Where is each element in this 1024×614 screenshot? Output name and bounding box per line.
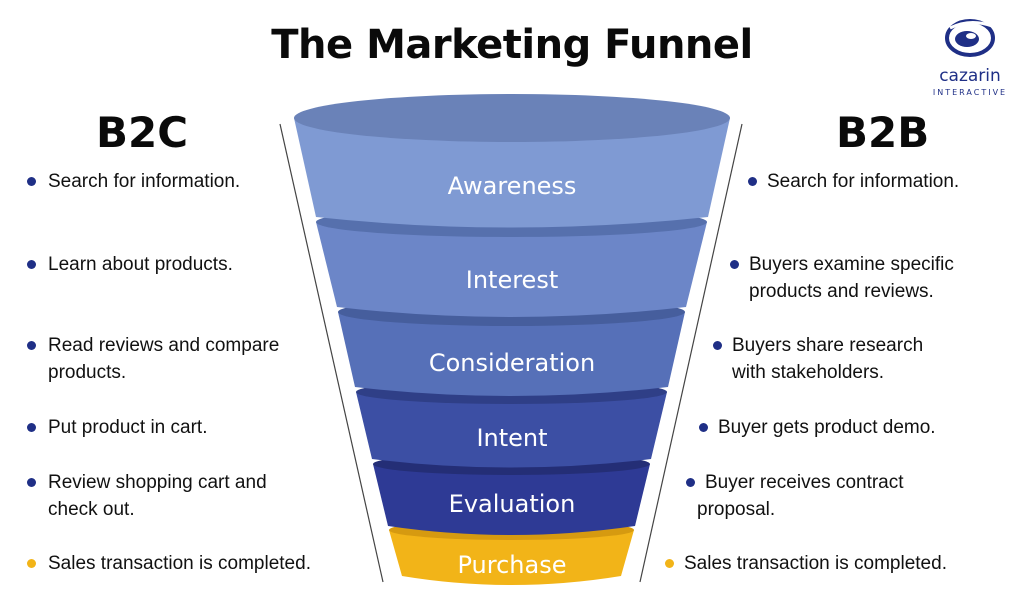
bullet-dot xyxy=(730,260,739,269)
funnel-stage-awareness: Awareness xyxy=(294,94,730,228)
b2b-item: Buyer gets product demo. xyxy=(699,414,936,441)
bullet-dot xyxy=(27,559,36,568)
b2b-item-line: Search for information. xyxy=(767,171,960,192)
bullet-dot xyxy=(748,177,757,186)
cazarin-logo: cazarin INTERACTIVE xyxy=(920,14,1020,100)
b2c-item: Review shopping cart and check out. xyxy=(27,469,267,523)
bullet-dot xyxy=(27,423,36,432)
bullet-dot xyxy=(686,478,695,487)
b2b-item-line: Buyers examine specific xyxy=(749,254,954,275)
b2b-item: Search for information. xyxy=(748,168,960,195)
b2b-item-line: Buyers share research xyxy=(732,335,924,356)
b2b-item-line: Buyer gets product demo. xyxy=(718,417,936,438)
b2c-item: Read reviews and compare products. xyxy=(27,332,280,386)
b2b-heading: B2B xyxy=(836,108,930,157)
logo-name: cazarin xyxy=(939,66,1001,86)
stage-label-awareness: Awareness xyxy=(448,172,577,200)
bullet-dot xyxy=(713,341,722,350)
b2b-item: Sales transaction is completed. xyxy=(665,550,947,577)
page-title: The Marketing Funnel xyxy=(271,22,753,68)
b2c-item-line: Search for information. xyxy=(48,171,241,192)
b2b-item-line: proposal. xyxy=(697,499,776,520)
b2c-item: Search for information. xyxy=(27,168,241,195)
b2b-item-line: Buyer receives contract xyxy=(705,472,904,493)
b2c-item-line: Put product in cart. xyxy=(48,417,208,438)
b2c-item: Put product in cart. xyxy=(27,414,208,441)
b2c-item-line: Learn about products. xyxy=(48,254,233,275)
logo-subtitle: INTERACTIVE xyxy=(932,88,1008,97)
b2b-item: Buyer receives contract proposal. xyxy=(686,469,904,523)
b2c-item-line: Sales transaction is completed. xyxy=(48,553,311,574)
stage-label-interest: Interest xyxy=(466,266,558,294)
b2b-item-line: Sales transaction is completed. xyxy=(684,553,947,574)
bullet-dot xyxy=(27,341,36,350)
b2b-item: Buyers share research with stakeholders. xyxy=(713,332,924,386)
b2c-item: Sales transaction is completed. xyxy=(27,550,311,577)
bullet-dot xyxy=(27,177,36,186)
b2c-item-line: products. xyxy=(48,362,127,383)
eye-swoosh-icon xyxy=(945,19,995,57)
b2c-item-line: Review shopping cart and xyxy=(48,472,267,493)
b2b-item-line: products and reviews. xyxy=(749,281,934,302)
b2b-item: Buyers examine specific products and rev… xyxy=(730,251,954,305)
stage-label-intent: Intent xyxy=(476,424,547,452)
b2c-item-line: Read reviews and compare xyxy=(48,335,280,356)
b2c-item-line: check out. xyxy=(48,499,135,520)
b2c-item: Learn about products. xyxy=(27,251,233,278)
b2b-item-line: with stakeholders. xyxy=(732,362,885,383)
stage-label-evaluation: Evaluation xyxy=(449,490,576,518)
b2c-heading: B2C xyxy=(96,108,189,157)
bullet-dot xyxy=(27,260,36,269)
left-divider-line xyxy=(279,123,384,583)
bullet-dot xyxy=(665,559,674,568)
right-divider-line xyxy=(639,123,743,583)
stage-label-consideration: Consideration xyxy=(429,349,595,377)
bullet-dot xyxy=(27,478,36,487)
bullet-dot xyxy=(699,423,708,432)
stage-label-purchase: Purchase xyxy=(458,551,567,579)
